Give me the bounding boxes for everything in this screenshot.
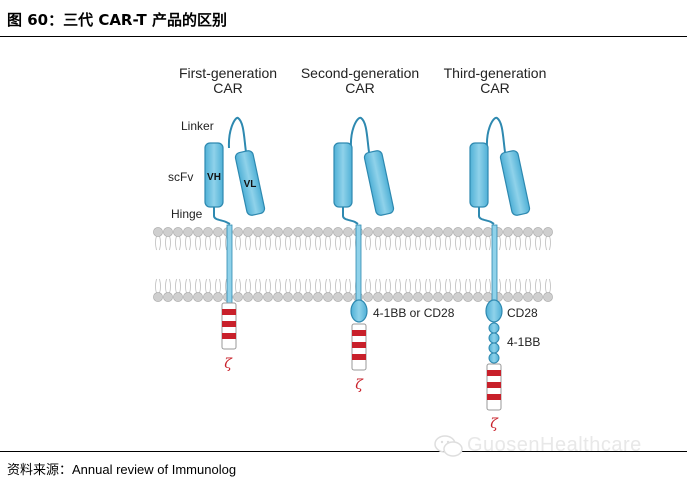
second-gen-vl-domain	[363, 150, 395, 216]
bottom-rule	[0, 451, 687, 452]
third-gen-car: ζ	[469, 116, 531, 432]
watermark: GuosenHealthcare	[432, 431, 687, 461]
wechat-icon	[434, 435, 463, 457]
third-gen-vh-domain	[469, 142, 489, 208]
gen-label-first-line2: CAR	[213, 80, 243, 96]
third-gen-vl-domain	[499, 150, 531, 216]
top-rule	[0, 36, 687, 37]
second-gen-vh-domain	[333, 142, 353, 208]
third-gen-zeta-label: ζ	[490, 416, 499, 432]
second-gen-costim-domain	[350, 299, 368, 323]
second-gen-linker	[349, 116, 370, 153]
linker-label: Linker	[181, 119, 214, 133]
gen-label-third-line2: CAR	[480, 80, 510, 96]
second-domain-label: 4-1BB or CD28	[373, 306, 455, 320]
third-gen-cd28-domain	[485, 299, 503, 323]
gen-label-third-line1: Third-generation	[443, 65, 547, 81]
first-gen-zeta-chain	[221, 302, 237, 350]
gen-label-first-line1: First-generation	[178, 65, 278, 81]
first-gen-hinge	[213, 207, 231, 225]
third-domain-cd28-label: CD28	[507, 306, 538, 320]
vl-text: VL	[244, 179, 257, 190]
gen-label-second-line2: CAR	[345, 80, 375, 96]
third-gen-hinge	[478, 207, 495, 225]
third-domain-41bb-label: 4-1BB	[507, 335, 541, 349]
cell-membrane	[153, 227, 553, 302]
second-gen-hinge	[342, 207, 359, 225]
second-gen-transmembrane	[355, 224, 362, 304]
source-text: Annual review of Immunolog	[72, 462, 237, 477]
vh-text: VH	[207, 172, 221, 183]
watermark-text: GuosenHealthcare	[467, 434, 642, 456]
first-gen-linker	[227, 116, 247, 153]
hinge-label: Hinge	[171, 207, 203, 221]
first-gen-vl-domain	[234, 150, 266, 216]
gen-label-second-line1: Second-generation	[300, 65, 420, 81]
third-gen-41bb-domain	[488, 322, 500, 364]
car-diagram: VH VL ζ ζ	[153, 116, 553, 432]
source-line: 资料来源：Annual review of Immunolog	[7, 459, 236, 478]
gen-label-first: First-generation CAR	[148, 66, 308, 96]
gen-label-third: Third-generation CAR	[415, 66, 575, 96]
second-gen-zeta-chain	[351, 323, 367, 371]
source-prefix: 资料来源：	[7, 463, 73, 478]
third-gen-linker	[485, 116, 506, 153]
second-gen-zeta-label: ζ	[355, 377, 364, 393]
figure-title: 图 60：三代 CAR-T 产品的区别	[7, 11, 227, 29]
first-gen-transmembrane	[226, 224, 233, 304]
second-gen-car: ζ	[333, 116, 395, 393]
first-gen-zeta-label: ζ	[224, 356, 233, 372]
figure-header: 图 60：三代 CAR-T 产品的区别	[0, 0, 687, 36]
third-gen-transmembrane	[491, 224, 498, 304]
scfv-label: scFv	[168, 170, 194, 184]
first-gen-car: VH VL ζ	[204, 116, 266, 372]
gen-label-second: Second-generation CAR	[280, 66, 440, 96]
third-gen-zeta-chain	[486, 363, 502, 411]
